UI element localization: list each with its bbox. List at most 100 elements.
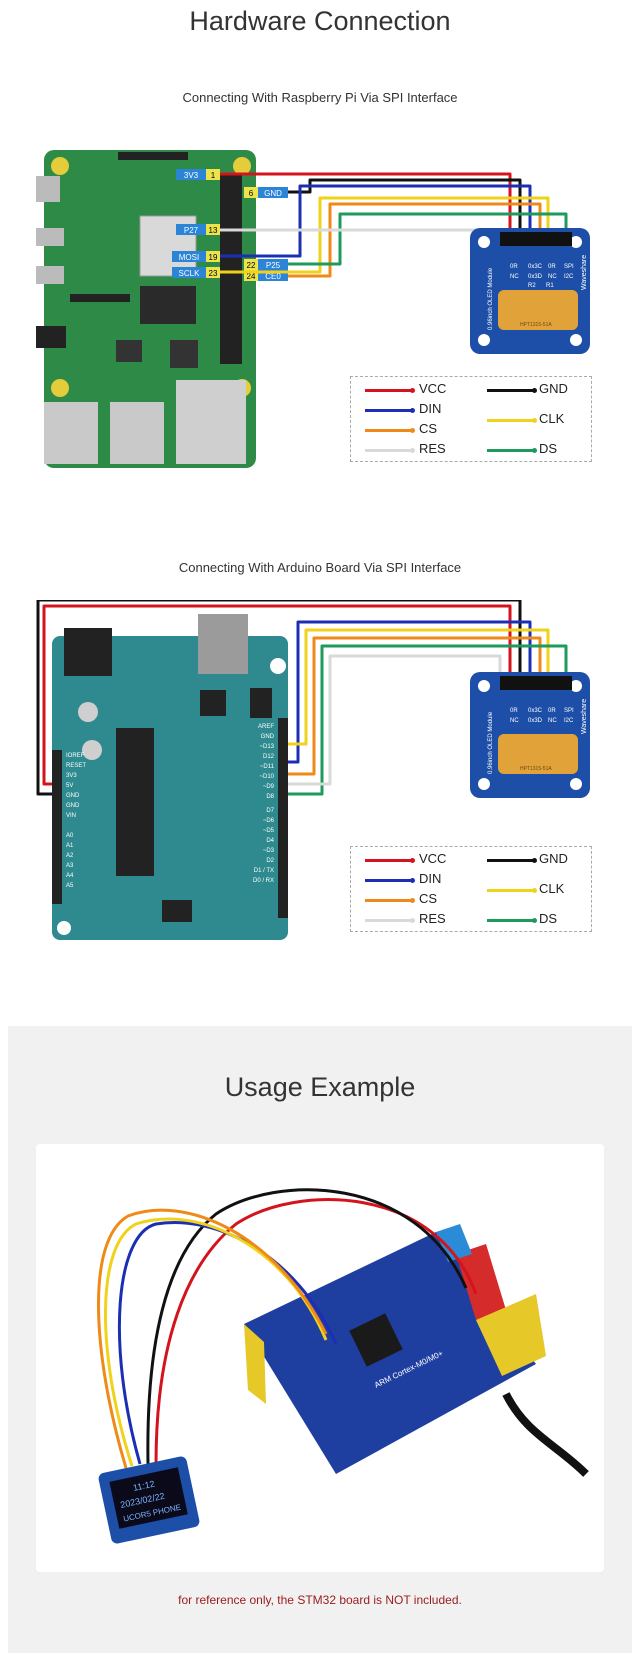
wire-gnd (288, 178, 522, 234)
header-pin-label: D4 (266, 838, 274, 844)
header-pin-label: D0 / RX (253, 878, 274, 884)
stm32-board: ARM Cortex-M0/M0+ (244, 1224, 546, 1474)
oled-module: 0R 0x3C 0R SPI NC 0x3D NC I2C HPT1315-51… (470, 672, 590, 798)
icsp-header (250, 688, 272, 718)
oled-jumper: 0R (548, 708, 556, 714)
wire-clk (220, 196, 550, 274)
pin-tag-3v3 (176, 169, 220, 180)
oled-title: 0.96inch OLED Module (488, 267, 494, 330)
oled-jumper: 0R (510, 708, 518, 714)
legend-label: GND (539, 851, 568, 866)
usb-b-port (64, 628, 112, 676)
header-pin-label: A2 (66, 853, 74, 859)
oled-resistor: R1 (546, 283, 554, 289)
oled-resistor: R2 (528, 283, 536, 289)
legend-label: RES (419, 441, 446, 456)
ram-chip (140, 286, 196, 324)
wire-legend: VCC GND DIN CLK CS DS RES (350, 376, 592, 462)
pin-name: 3V3 (184, 171, 199, 180)
usb-port (110, 402, 164, 464)
pin-tag-mosi (172, 251, 220, 262)
pin-tag-sclk (172, 267, 220, 278)
legend-label: RES (419, 911, 446, 926)
pin-number: 24 (247, 272, 256, 281)
usb-port (44, 402, 98, 464)
pin-number: 6 (249, 189, 254, 198)
mount-hole (51, 379, 69, 397)
oled-jumper: NC (548, 274, 557, 280)
hdmi-port (36, 228, 64, 246)
rpi-caption: Connecting With Raspberry Pi Via SPI Int… (182, 90, 458, 105)
usb-c-port (36, 176, 60, 202)
legend-label: DIN (419, 401, 442, 416)
header-pin-label: 3V3 (66, 773, 77, 779)
capacitor (78, 702, 98, 722)
legend-label: GND (539, 381, 568, 396)
header-pin-label: IOREF (66, 753, 85, 759)
pin-name: CE0 (265, 272, 281, 281)
legend-label: DIN (419, 871, 442, 886)
header-pin-label: ~D10 (259, 774, 274, 780)
oled-jumper: NC (510, 718, 519, 724)
pin-tag-p27 (176, 224, 220, 235)
header-pin-label: D7 (266, 808, 274, 814)
header-pin-label: ~D11 (260, 764, 275, 770)
camera-connector (118, 152, 188, 160)
wire-din (117, 1221, 338, 1465)
wire-ds (288, 212, 568, 266)
legend-label: DS (539, 911, 558, 926)
usb-cable (502, 1392, 589, 1477)
pin-number: 1 (211, 171, 216, 180)
header-pin-label: A4 (66, 873, 74, 879)
oled-title: 0.96inch OLED Module (488, 711, 494, 774)
oled-ribbon-code: HPT1315-51A (520, 322, 552, 328)
display-connector (70, 294, 130, 302)
usage-title: Usage Example (224, 1072, 416, 1102)
wire-legend: VCC GND DIN CLK CS DS RES (350, 846, 592, 932)
oled-brand: Waveshare (581, 255, 588, 290)
digital-header (278, 718, 288, 918)
atmega-chip (116, 728, 154, 876)
header-pin-label: D2 (266, 858, 274, 864)
pin-tag-p25 (244, 259, 288, 270)
mcu-chip (349, 1313, 403, 1367)
chip-small (200, 690, 226, 716)
header-pin-label: ~D6 (263, 818, 275, 824)
oled-jumper: NC (510, 274, 519, 280)
arduino-wiring-diagram: AREF GND ~D13 D12 ~D11 ~D10 ~D9 D8 D7 ~D… (36, 600, 590, 940)
header-pin-label: ~D3 (263, 848, 275, 854)
oled-ribbon-code: HPT1315-51A (520, 766, 552, 772)
pin-number: 19 (209, 253, 218, 262)
oled-jumper: 0x3C (528, 264, 543, 270)
wire-vcc (154, 1198, 478, 1465)
header-pin-label: ~D13 (259, 744, 274, 750)
audio-jack (36, 326, 66, 348)
oled-brand: Waveshare (581, 699, 588, 734)
legend-label: CLK (539, 411, 565, 426)
oled-jumper: 0R (548, 264, 556, 270)
wire-res (288, 654, 502, 786)
legend-label: CS (419, 891, 438, 906)
header-pin-label: 5V (66, 783, 73, 789)
pin-number: 23 (209, 269, 218, 278)
header-pin-label: GND (261, 734, 275, 740)
legend-label: VCC (419, 851, 447, 866)
oled-jumper: I2C (564, 718, 574, 724)
usage-illustration: ARM Cortex-M0/M0+ 11:12 2023/02/22 UCOR5… (97, 1188, 589, 1544)
page-title: Hardware Connection (189, 6, 451, 36)
pin-name: P25 (266, 261, 281, 270)
header-pin-label: D1 / TX (254, 868, 274, 874)
oled-jumper: 0x3D (528, 718, 543, 724)
header-pin-label: RESET (66, 763, 86, 769)
chip-small (170, 340, 198, 368)
oled-jumper: 0R (510, 264, 518, 270)
pin-number: 13 (209, 226, 218, 235)
oled-display: 11:12 2023/02/22 UCOR5 PHONE (98, 1456, 200, 1544)
header-pin-label: A1 (66, 843, 74, 849)
mount-hole (57, 921, 71, 935)
usage-card: ARM Cortex-M0/M0+ 11:12 2023/02/22 UCOR5… (36, 1144, 604, 1572)
wire-gnd (146, 1188, 468, 1465)
oled-jumper: 0x3C (528, 708, 543, 714)
wire-cs (288, 636, 542, 776)
pin-tag-ce0 (244, 270, 288, 281)
